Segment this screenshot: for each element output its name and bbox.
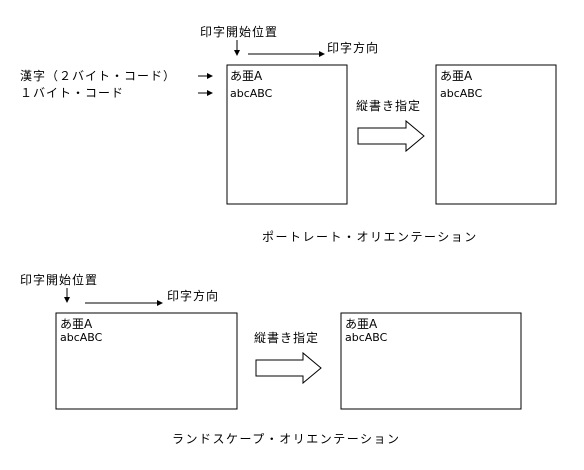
portrait-result-page-box xyxy=(435,64,557,205)
kanji-two-byte-label: 漢字（２バイト・コード） xyxy=(20,68,176,83)
portrait-vertical-writing-label: 縦書き指定 xyxy=(356,98,421,113)
landscape-box-line1: あ亜A xyxy=(60,317,93,331)
landscape-result-line2: abcABC xyxy=(345,331,388,344)
landscape-box-line2: abcABC xyxy=(60,331,103,344)
landscape-vertical-writing-label: 縦書き指定 xyxy=(254,330,319,345)
landscape-print-direction-label: 印字方向 xyxy=(167,288,219,303)
landscape-orientation-caption: ランドスケープ・オリエンテーション xyxy=(172,432,401,446)
one-byte-code-label: １バイト・コード xyxy=(20,86,124,100)
landscape-start-position-label: 印字開始位置 xyxy=(20,272,98,287)
portrait-orientation-caption: ポートレート・オリエンテーション xyxy=(262,230,478,244)
landscape-page-box xyxy=(55,312,238,410)
landscape-result-page-box xyxy=(340,312,522,410)
portrait-result-line1: あ亜A xyxy=(440,69,473,83)
portrait-page-box xyxy=(226,64,348,205)
portrait-print-direction-label: 印字方向 xyxy=(327,40,379,55)
portrait-start-position-label: 印字開始位置 xyxy=(200,24,278,39)
portrait-transform-arrow xyxy=(357,119,425,153)
portrait-box-line2: abcABC xyxy=(230,87,273,100)
landscape-result-line1: あ亜A xyxy=(345,317,378,331)
landscape-transform-arrow xyxy=(255,351,322,385)
portrait-box-line1: あ亜A xyxy=(230,69,263,83)
portrait-result-line2: abcABC xyxy=(440,87,483,100)
